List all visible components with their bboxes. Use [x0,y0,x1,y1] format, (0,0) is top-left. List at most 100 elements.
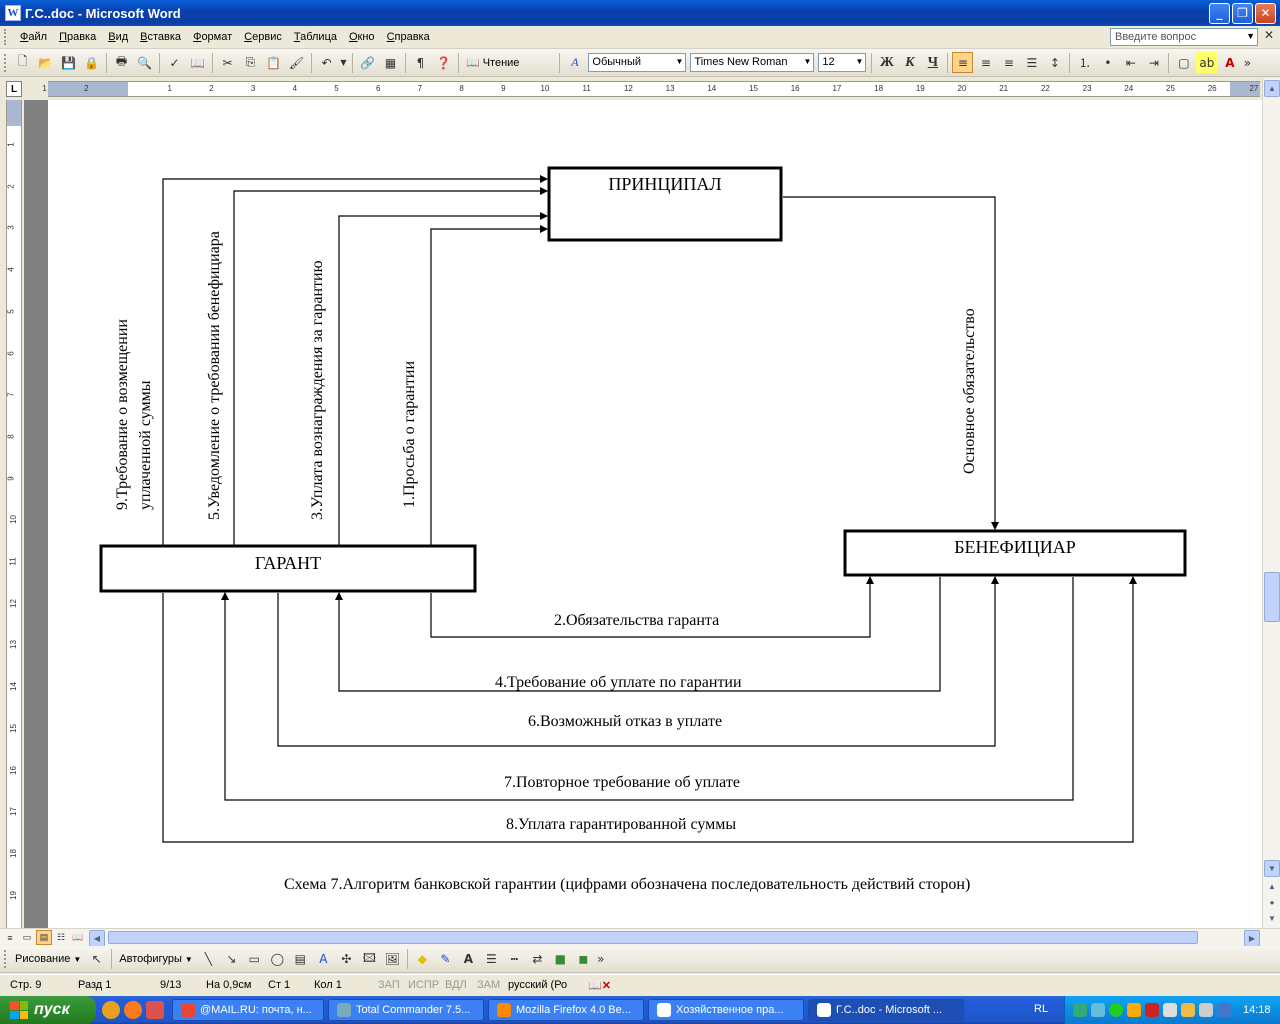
copy-icon[interactable]: ⎘ [245,55,256,69]
hyperlink-icon[interactable]: 🔗 [360,55,375,70]
increase-indent-icon[interactable]: ⇥ [1148,55,1159,70]
yandex-browser-icon[interactable] [102,1001,120,1019]
drawing-menu-button[interactable]: Рисование▼ [11,953,85,965]
scroll-down-icon[interactable]: ▼ [1264,860,1280,877]
task-total-commander[interactable]: Total Commander 7.5... [328,999,484,1021]
beneficiar-box[interactable] [843,529,1187,577]
format-painter-icon[interactable]: 🖌 [288,55,305,70]
menu-table[interactable]: Таблица [293,31,337,43]
normal-view-icon[interactable]: ≡ [7,932,13,943]
undo-dropdown-icon[interactable]: ▼ [340,58,347,67]
minimize-button[interactable]: _ [1209,2,1230,24]
tab-selector[interactable]: L [6,81,22,97]
font-select[interactable]: Times New Roman▼ [690,53,815,72]
print-layout-icon[interactable]: ▤ [36,930,52,945]
task-word-doc-2[interactable]: Г.С..doc - Microsoft ... [808,999,964,1021]
toolbar-options-icon[interactable]: » [597,952,605,966]
reading-mode-button[interactable]: 📖 Чтение [462,56,523,70]
font-color-draw-icon[interactable]: A [463,952,473,966]
rectangle-tool-icon[interactable]: ▭ [248,952,261,966]
paste-icon[interactable]: 📋 [266,55,281,70]
oval-tool-icon[interactable]: ◯ [270,952,285,966]
menu-view[interactable]: Вид [108,31,129,43]
menu-edit[interactable]: Правка [59,31,97,43]
bullets-icon[interactable]: • [1104,55,1112,70]
cut-icon[interactable]: ✂ [222,55,233,70]
permission-icon[interactable]: 🔒 [84,55,99,70]
table-icon[interactable]: ▦ [384,55,397,70]
numbering-icon[interactable]: ⒈ [1078,56,1091,70]
reading-view-icon[interactable]: 📖 [72,932,84,942]
line-tool-icon[interactable]: ╲ [204,952,212,966]
scroll-up-icon[interactable]: ▲ [1264,80,1280,97]
firefox-icon[interactable] [124,1001,142,1019]
status-overtype[interactable]: ЗАМ [477,979,501,991]
undo-icon[interactable]: ↶ [321,55,332,70]
underline-icon[interactable]: Ч [927,54,939,70]
borders-icon[interactable]: ▢ [1178,55,1190,70]
print-icon[interactable]: 🖶 [115,54,128,68]
vertical-scrollbar[interactable]: ▲ ▼ ▲ ● ▼ [1262,78,1280,928]
menu-file[interactable]: Файл [20,31,48,43]
scroll-thumb[interactable] [1264,572,1280,622]
justify-icon[interactable]: ☰ [1026,55,1038,70]
restore-button[interactable]: ❐ [1232,2,1253,24]
font-size-select[interactable]: 12▼ [818,53,867,72]
principal-box[interactable] [547,166,783,242]
toolbar-grip[interactable] [4,53,8,72]
close-document-icon[interactable]: ✕ [1263,28,1274,42]
save-icon[interactable]: 💾 [61,55,76,70]
status-record-macro[interactable]: ЗАП [378,979,400,991]
status-extend[interactable]: ВДЛ [445,979,467,991]
textbox-tool-icon[interactable]: ▤ [294,952,307,966]
highlight-icon[interactable]: ab [1196,52,1218,73]
shadow-style-icon[interactable]: ■ [554,952,567,966]
volume-icon[interactable] [1163,1003,1177,1017]
align-right-icon[interactable]: ≡ [1003,55,1014,70]
security-icon[interactable] [1181,1003,1195,1017]
task-mail-ru[interactable]: @MAIL.RU: почта, н... [172,999,324,1021]
align-left-icon[interactable]: ≡ [952,52,974,73]
open-folder-icon[interactable]: 📂 [38,55,53,70]
autoshapes-button[interactable]: Автофигуры▼ [115,953,197,965]
menu-format[interactable]: Формат [193,31,233,43]
align-center-icon[interactable]: ≡ [980,55,991,70]
menu-tools[interactable]: Сервис [244,31,282,43]
bluetooth-icon[interactable] [1217,1003,1231,1017]
network-icon[interactable] [1073,1003,1087,1017]
status-track-changes[interactable]: ИСПР [408,979,440,991]
menu-window[interactable]: Окно [348,31,375,43]
web-view-icon[interactable]: ▭ [22,932,32,942]
task-word-doc-1[interactable]: Хозяйственное пра... [648,999,804,1021]
kaspersky-icon[interactable] [1145,1003,1159,1017]
fill-color-icon[interactable]: ◆ [417,952,427,966]
task-firefox[interactable]: Mozilla Firefox 4.0 Be... [488,999,644,1021]
bold-icon[interactable]: Ж [879,54,894,70]
document-page[interactable]: ПРИНЦИПАЛ ГАРАНТ БЕНЕФИЦИАР 9.Требование… [48,100,1262,928]
menu-help[interactable]: Справка [386,31,430,43]
spelling-status-icon[interactable]: 📖✕ [588,980,611,992]
status-language[interactable]: русский (Ро [508,979,568,991]
ask-question-input[interactable]: Введите вопрос ▼ [1110,28,1258,46]
chevron-down-icon[interactable]: ▼ [1246,31,1255,41]
research-icon[interactable]: 📖 [190,55,205,70]
arrow-tool-icon[interactable]: ↘ [226,952,237,966]
scroll-right-icon[interactable]: ▶ [1244,930,1260,947]
diagram-tool-icon[interactable]: ✣ [341,952,352,966]
monitor-icon[interactable] [1091,1003,1105,1017]
select-browse-object-icon[interactable]: ● [1264,894,1280,911]
next-page-icon[interactable]: ▼ [1264,910,1280,927]
print-preview-icon[interactable]: 🔍 [137,55,152,70]
spelling-icon[interactable]: ✓ [169,55,180,70]
close-button[interactable]: ✕ [1255,2,1276,24]
icq-icon[interactable] [1109,1003,1123,1017]
styles-pane-icon[interactable]: A [571,55,579,69]
arrow-style-icon[interactable]: ⇄ [532,952,543,966]
word-app-icon[interactable]: W [5,5,21,21]
antivirus-icon[interactable] [1127,1003,1141,1017]
new-document-icon[interactable]: 🗋 [17,54,28,68]
decrease-indent-icon[interactable]: ⇤ [1125,55,1136,70]
line-color-icon[interactable]: ✎ [440,952,451,966]
